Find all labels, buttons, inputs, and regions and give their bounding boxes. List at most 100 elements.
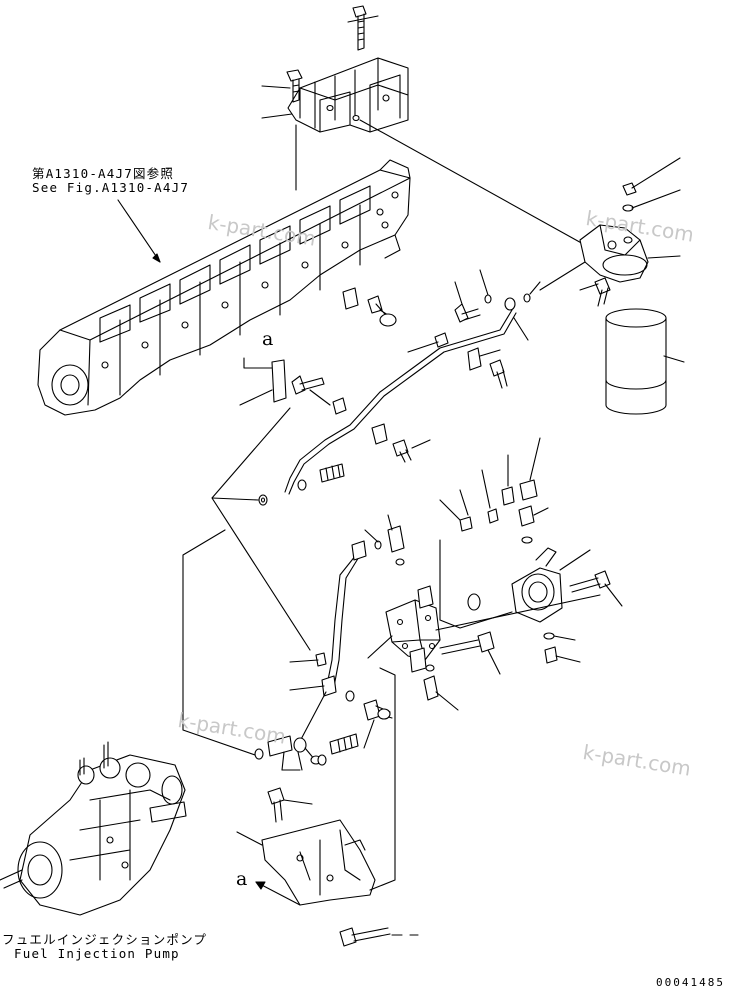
clamp-plate-2 <box>271 359 287 403</box>
washer-p2 <box>543 632 555 640</box>
leader-bracket <box>261 113 293 119</box>
feed-pump-line2 <box>435 594 601 631</box>
plug-3 <box>544 646 558 664</box>
bolt-bracket-lower <box>339 927 391 947</box>
cap-1 <box>518 505 535 527</box>
filter-head <box>579 224 649 283</box>
leader-cl1 <box>407 341 439 353</box>
leader-bracket-lower <box>236 831 263 846</box>
plug-1 <box>459 516 473 532</box>
oring-cu <box>395 558 405 566</box>
bolt-ip <box>329 733 359 755</box>
bolt-clamp-1 <box>367 295 397 327</box>
washer-p1 <box>521 536 533 544</box>
connector-upper <box>387 525 405 553</box>
leader-p2 <box>459 489 469 516</box>
leader-clip-3 <box>479 349 501 357</box>
clip-4 <box>371 423 388 445</box>
bolt-fp <box>439 631 495 655</box>
washer-fl-1 <box>484 294 492 304</box>
leader-fl-4 <box>513 317 529 341</box>
bolt-clamp-2 <box>291 375 325 395</box>
washer-ip-1 <box>254 748 264 760</box>
priming-pump <box>511 547 563 623</box>
pump-name-jp: フュエルインジェクションポンプ <box>2 932 208 947</box>
bolt-priming <box>569 570 611 593</box>
banjo-upper <box>504 297 516 311</box>
ref-leader-arrow <box>117 199 161 263</box>
reference-line-en: See Fig.A1310-A4J7 <box>32 180 190 195</box>
bolt-clip-3 <box>489 359 508 389</box>
clip-1 <box>434 332 449 348</box>
ref-arrowhead <box>152 253 161 263</box>
leader-p10 <box>604 583 623 607</box>
bolt-top <box>352 5 367 51</box>
leader-p11 <box>487 649 501 675</box>
plug-filter <box>622 182 637 196</box>
leader-p1 <box>439 499 461 521</box>
bracket-line-right <box>369 667 396 891</box>
pump-name-en: Fuel Injection Pump <box>14 946 180 961</box>
leader-p14 <box>364 529 379 543</box>
reference-line-jp: 第A1310-A4J7図参照 <box>32 166 175 181</box>
injection-pump <box>0 741 187 916</box>
bolt-bracket-left <box>286 69 303 103</box>
connector-lower <box>423 675 439 701</box>
leader-ip-1 <box>281 751 285 771</box>
leader-p3 <box>481 469 491 509</box>
washer-lower-2 <box>258 494 268 506</box>
nut-pipe-lower <box>321 675 337 697</box>
washer-lower-1 <box>297 479 307 491</box>
filter-supply-line <box>539 261 586 291</box>
washer-pipe <box>345 690 355 702</box>
leader-p6 <box>533 507 549 516</box>
cylinder-head-assembly <box>37 159 411 416</box>
leader-p8 <box>553 635 576 641</box>
plug-2 <box>501 486 515 506</box>
clip-2 <box>332 397 347 415</box>
leader-pipe-3 <box>297 691 327 746</box>
leader-filter-head <box>647 255 681 259</box>
bolt-bracket-bottom <box>267 787 285 823</box>
leader-p7 <box>559 549 591 571</box>
manifold-bracket-line <box>243 357 273 369</box>
feed-pump-body <box>385 585 441 673</box>
leader-pipe-2 <box>289 685 325 691</box>
top-bracket <box>287 57 409 133</box>
elbow-lower <box>425 664 435 672</box>
leader-clip-4 <box>411 439 431 449</box>
nut-pipe-top <box>351 540 367 561</box>
spring-1 <box>487 508 499 524</box>
clamp-plate-1 <box>342 287 359 310</box>
pump-bracket <box>261 819 376 906</box>
bolt-clip-4 <box>392 439 412 463</box>
washer-ip-2 <box>317 754 327 766</box>
leader-bb <box>283 799 313 805</box>
filter-cartridge <box>605 308 667 415</box>
feed-pump-line <box>439 539 513 629</box>
leader-fl-3 <box>529 281 541 295</box>
bolt-filter <box>594 277 611 307</box>
leader-p9 <box>555 655 581 663</box>
leader-p5 <box>529 437 541 481</box>
leader-bolt-left <box>261 85 291 89</box>
view-a-arrowhead <box>255 881 266 890</box>
view-mark-a-bottom: a <box>236 868 248 890</box>
nut-1 <box>519 479 538 501</box>
view-mark-a-top: a <box>262 328 274 350</box>
bolt-pipe <box>363 699 393 721</box>
leader-filter-washer <box>631 189 681 209</box>
leader-p13 <box>387 514 393 531</box>
bolt-fuel-line <box>454 303 481 323</box>
line-to-pump-left <box>182 497 259 756</box>
plug-oval <box>467 593 481 611</box>
leader-bolt-top <box>347 15 379 23</box>
leader-fp-body <box>367 635 393 659</box>
fuel-line-upper <box>284 309 517 495</box>
leader-ip-2 <box>297 751 303 771</box>
elbow-ip <box>293 737 322 765</box>
leader-pipe-4 <box>363 719 375 749</box>
leader-fl-1 <box>454 281 463 305</box>
serial-number: 00041485 <box>656 976 725 989</box>
